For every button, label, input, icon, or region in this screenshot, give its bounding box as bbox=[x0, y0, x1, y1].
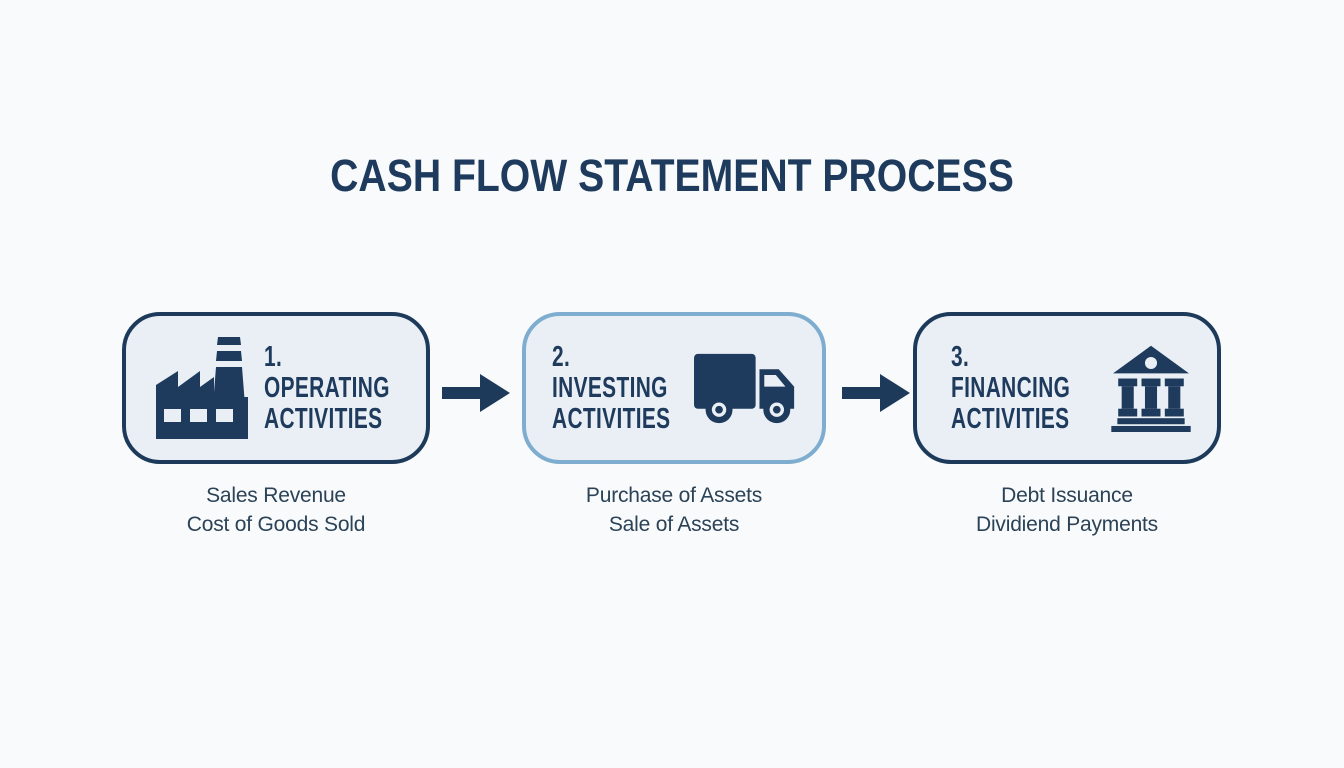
details-financing: Debt Issuance Dividiend Payments bbox=[913, 481, 1221, 539]
step-box-investing: 2. INVESTING ACTIVITIES bbox=[522, 312, 826, 464]
detail-line: Dividiend Payments bbox=[976, 513, 1158, 536]
detail-line: Cost of Goods Sold bbox=[186, 513, 366, 536]
detail-line: Sale of Assets bbox=[608, 513, 740, 536]
bank-icon bbox=[1111, 345, 1191, 432]
step-label-investing: 2. INVESTING ACTIVITIES bbox=[552, 340, 692, 435]
step-box-operating: 1. OPERATING ACTIVITIES bbox=[122, 312, 430, 464]
detail-line: Sales Revenue bbox=[206, 484, 346, 507]
flow-arrow-right-icon bbox=[842, 374, 910, 412]
detail-line: Purchase of Assets bbox=[585, 484, 763, 507]
step-title-line2: ACTIVITIES bbox=[264, 402, 383, 435]
truck-icon bbox=[694, 353, 795, 423]
step-box-financing: 3. FINANCING ACTIVITIES bbox=[913, 312, 1221, 464]
step-number: 1. bbox=[264, 340, 283, 373]
step-title-line1: OPERATING bbox=[264, 371, 390, 404]
step-number: 3. bbox=[951, 340, 970, 373]
step-title-line1: FINANCING bbox=[951, 371, 1071, 404]
details-investing: Purchase of Assets Sale of Assets bbox=[522, 481, 826, 539]
step-label-operating: 1. OPERATING ACTIVITIES bbox=[264, 340, 404, 435]
flow-arrow-right-icon bbox=[442, 374, 510, 412]
step-title-line1: INVESTING bbox=[552, 371, 668, 404]
step-label-financing: 3. FINANCING ACTIVITIES bbox=[951, 340, 1091, 435]
step-title-line2: ACTIVITIES bbox=[552, 402, 671, 435]
details-operating: Sales Revenue Cost of Goods Sold bbox=[122, 481, 430, 539]
step-number: 2. bbox=[552, 340, 571, 373]
diagram-title: CASH FLOW STATEMENT PROCESS bbox=[330, 150, 1014, 201]
step-title-line2: ACTIVITIES bbox=[951, 402, 1070, 435]
factory-icon bbox=[156, 337, 248, 439]
detail-line: Debt Issuance bbox=[1001, 484, 1133, 507]
